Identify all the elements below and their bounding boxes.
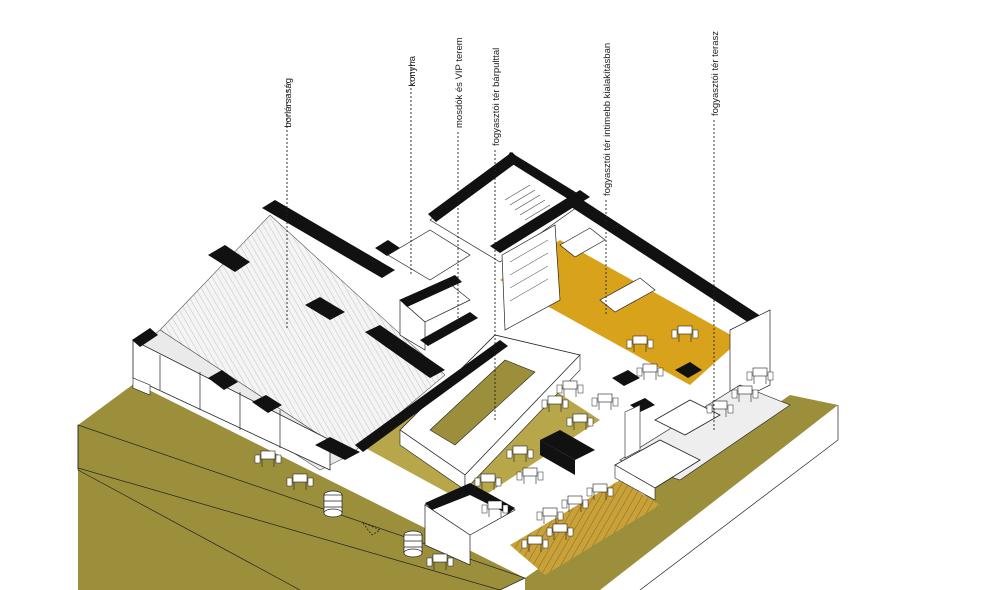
front-bar-wall	[424, 430, 595, 566]
intimate-dining-floor	[490, 190, 771, 406]
label-konyha: konyha	[407, 55, 418, 86]
front-facade	[132, 339, 331, 471]
terrace-deck	[510, 362, 791, 575]
label-intimebb: fogyasztói tér intimebb kialakításban	[602, 43, 613, 196]
label-bortarsasag: borlársaság	[283, 78, 294, 128]
leader-lines	[286, 60, 715, 430]
wine-barrels	[323, 490, 423, 558]
kitchen-block	[387, 229, 478, 351]
label-bar: fogyasztói tér bárpulttal	[491, 48, 502, 146]
wine-society-walls	[132, 200, 445, 460]
restroom-vip-block	[428, 152, 582, 263]
label-terasz: fogyasztói tér terasz	[710, 31, 721, 116]
bar-area	[355, 334, 600, 505]
barrel-icon	[323, 490, 343, 518]
label-mosdok: mosdók és VIP terem	[454, 37, 465, 128]
barrel-icon	[403, 530, 423, 558]
